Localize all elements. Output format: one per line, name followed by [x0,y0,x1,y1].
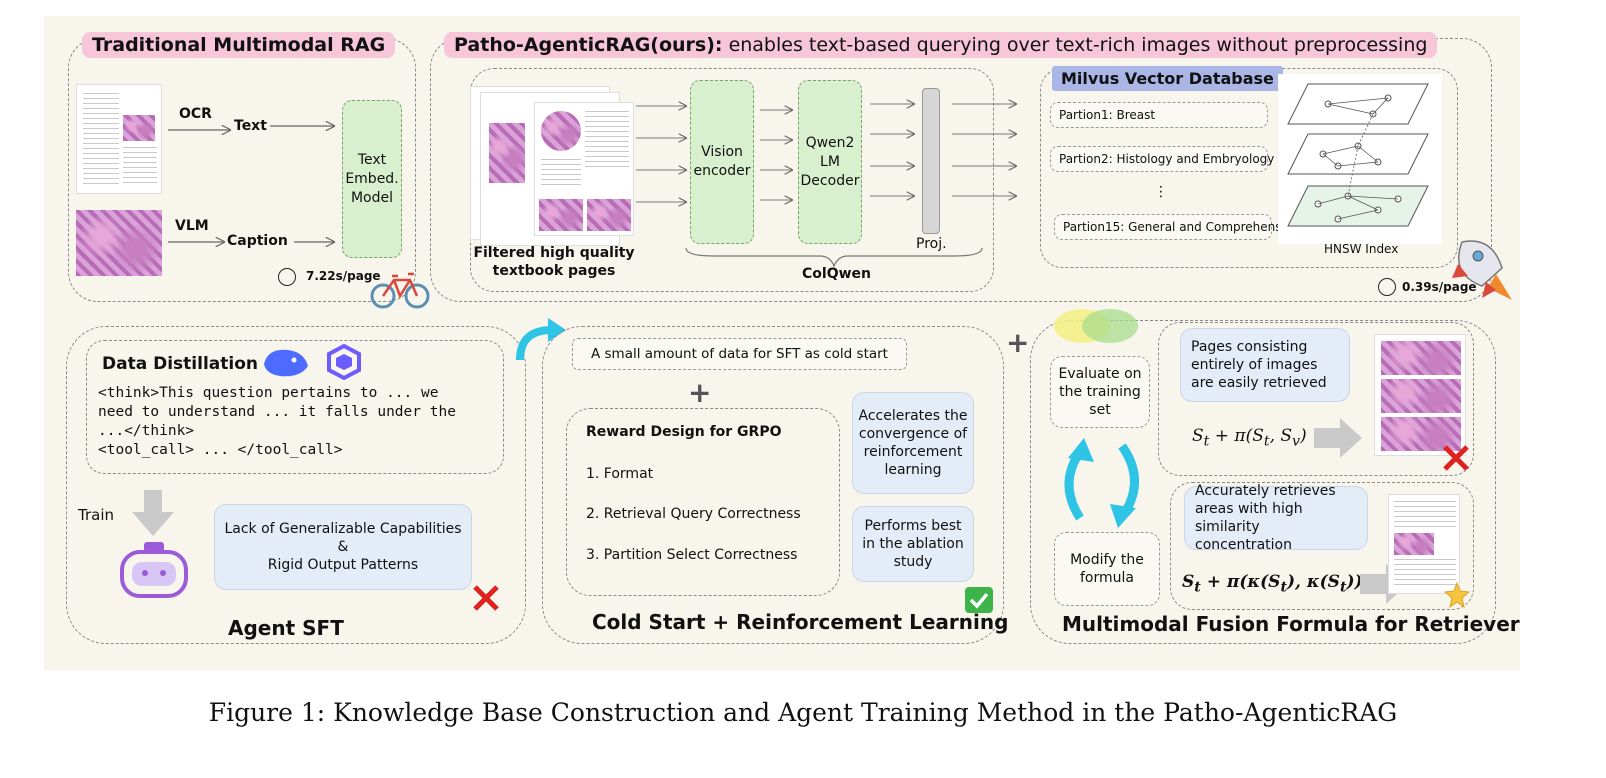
red-cross-icon-2 [1443,445,1469,471]
partition-breast: Partion1: Breast [1050,102,1268,128]
venn-icon [1054,309,1138,343]
qwen-logo-icon [327,344,361,380]
rl-panel [542,326,1004,644]
formula-1: St + π(St, Sv) [1192,426,1307,450]
clock-icon-fast [1378,278,1396,296]
modify-box: Modify the formula [1054,532,1160,606]
sft-limitation-bubble: Lack of Generalizable Capabilities & Rig… [214,504,472,590]
patho-time: 0.39s/page [1402,280,1477,294]
red-cross-icon [473,585,499,611]
reward-format: 1. Format [586,466,654,482]
vlm-label: VLM [175,218,209,234]
agent-sft-panel [66,326,526,644]
hnsw-index-image [1278,74,1442,244]
caption-label: Caption [227,233,288,249]
performs-best-bubble: Performs best in the ablation study [852,506,974,582]
text-rich-page [1388,494,1460,594]
data-distillation-box [86,340,504,474]
curved-arrow-icon [516,318,566,361]
data-distillation-title: Data Distillation [102,354,258,374]
fusion-title: Multimodal Fusion Formula for Retriever [1062,612,1520,636]
robot-icon [120,542,188,598]
cycle-arrows-icon [1064,438,1139,528]
evaluate-box: Evaluate on the training set [1050,356,1150,428]
ocr-label: OCR [179,106,212,122]
rl-title: Cold Start + Reinforcement Learning [592,610,1009,634]
reward-design-title: Reward Design for GRPO [586,424,782,440]
formula-1-symbol: S [1192,426,1204,446]
qwen2-decoder-block: Qwen2 LM Decoder [798,80,862,244]
projection-bar [922,88,940,234]
fusion-panel [1030,320,1496,644]
case2-bubble: Accurately retrieves areas with high sim… [1184,483,1368,553]
rocket-icon [1452,240,1512,300]
reward-partition-select: 3. Partition Select Correctness [586,547,798,563]
fusion-case2-box [1170,482,1474,610]
text-label: Text [234,118,267,134]
figure-caption: Figure 1: Knowledge Base Construction an… [208,698,1398,727]
image-heavy-page [1374,334,1466,456]
clock-icon [278,268,296,286]
traditional-time: 7.22s/page [306,269,381,283]
formula-2: St + π(κ(St), κ(St)) [1182,572,1363,596]
reward-retrieval-query: 2. Retrieval Query Correctness [586,506,801,522]
hnsw-label: HNSW Index [1324,242,1399,256]
train-down-arrow [132,490,174,536]
bicycle-icon [370,272,430,309]
traditional-rag-title: Traditional Multimodal RAG [82,32,396,58]
patho-agenticrag-title: Patho-AgenticRAG(ours): enables text-bas… [444,32,1438,58]
partition-general: Partion15: General and Comprehensive [1054,214,1299,240]
plus-sign-right: + [1006,326,1030,359]
reward-design-box [566,408,840,596]
textbook-page-front [534,102,634,236]
deepseek-whale-icon [264,349,308,377]
train-label: Train [78,506,114,524]
partition-histology: Partion2: Histology and Embryology [1050,146,1274,172]
distillation-code: <think>This question pertains to ... we … [98,385,456,458]
colqwen-brace [685,247,983,268]
vision-encoder-block: Vision encoder [690,80,754,244]
text-embed-model: Text Embed. Model [342,100,402,258]
cold-start-box: A small amount of data for SFT as cold s… [572,338,907,370]
filtered-pages-label: Filtered high quality textbook pages [473,245,635,279]
figure-canvas: Traditional Multimodal RAG OCR Text VLM … [44,16,1520,670]
fusion-case1-box [1158,322,1474,476]
star-icon [1444,582,1470,608]
patho-title-rest: enables text-based querying over text-ri… [728,34,1428,56]
document-page-image [76,84,162,194]
plus-sign-mid: + [688,376,712,409]
agent-sft-title: Agent SFT [228,616,344,640]
colqwen-label: ColQwen [802,266,871,282]
proj-label: Proj. [916,236,947,252]
partition-ellipsis: ⋮ [1154,184,1168,200]
tissue-image [76,210,162,276]
accelerates-bubble: Accelerates the convergence of reinforce… [852,392,974,494]
formula1-arrow [1314,418,1362,458]
patho-title-bold: Patho-AgenticRAG(ours): [454,34,723,56]
traditional-arrows [168,16,444,316]
green-check-icon [965,587,993,613]
case1-bubble: Pages consisting entirely of images are … [1180,328,1350,402]
milvus-title: Milvus Vector Database [1052,66,1283,91]
hnsw-layers-graphic [1287,83,1429,227]
colqwen-arrows [636,16,1044,276]
